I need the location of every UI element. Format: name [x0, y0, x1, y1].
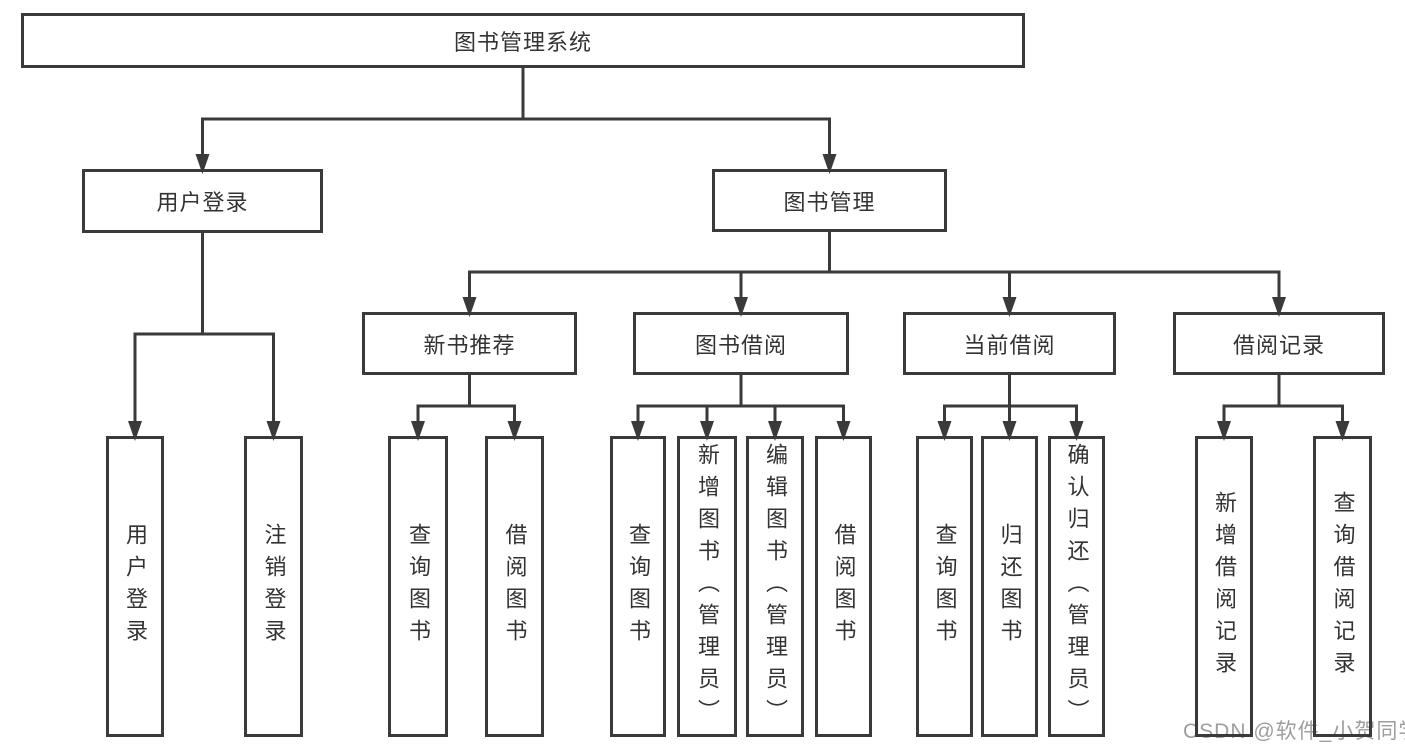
- node-label: 注销登录: [261, 522, 287, 651]
- node-bw-query: 查询图书: [610, 436, 666, 737]
- node-label: 确认归还（管理员）: [1064, 442, 1090, 731]
- node-cu-query: 查询图书: [916, 436, 973, 737]
- node-nb-query: 查询图书: [388, 436, 448, 737]
- node-login: 用户登录: [82, 169, 323, 233]
- node-borrow: 图书借阅: [633, 312, 849, 375]
- node-label: 新增图书（管理员）: [695, 442, 720, 731]
- node-label: 归还图书: [997, 522, 1023, 651]
- watermark: CSDN @软件_小贺同学: [1183, 720, 1405, 743]
- node-label: 图书借阅: [694, 332, 787, 358]
- node-new-books: 新书推荐: [362, 312, 577, 375]
- node-rc-add: 新增借阅记录: [1195, 436, 1253, 737]
- node-user-login: 用户登录: [106, 436, 164, 737]
- node-bw-borrow: 借阅图书: [815, 436, 872, 737]
- node-label: 图书管理: [783, 189, 876, 215]
- node-current: 当前借阅: [903, 312, 1116, 375]
- node-bw-add: 新增图书（管理员）: [677, 436, 737, 737]
- node-label: 查询借阅记录: [1330, 490, 1356, 683]
- node-label: 新书推荐: [423, 332, 516, 358]
- node-label: 用户登录: [123, 522, 148, 651]
- node-logout: 注销登录: [244, 436, 303, 737]
- node-root: 图书管理系统: [21, 13, 1025, 68]
- node-records: 借阅记录: [1173, 312, 1385, 375]
- node-label: 当前借阅: [963, 332, 1056, 358]
- node-mgmt: 图书管理: [712, 169, 947, 232]
- node-cu-return: 归还图书: [981, 436, 1038, 737]
- node-label: 借阅记录: [1232, 332, 1325, 358]
- node-label: 图书管理系统: [453, 29, 592, 55]
- node-label: 用户登录: [156, 190, 249, 215]
- node-label: 查询图书: [406, 522, 431, 651]
- node-label: 借阅图书: [831, 522, 857, 651]
- node-label: 新增借阅记录: [1212, 490, 1237, 683]
- node-nb-borrow: 借阅图书: [485, 436, 544, 737]
- node-rc-query: 查询借阅记录: [1313, 436, 1372, 737]
- node-cu-confirm: 确认归还（管理员）: [1048, 436, 1105, 737]
- node-label: 借阅图书: [502, 522, 528, 651]
- node-bw-edit: 编辑图书（管理员）: [746, 436, 804, 737]
- node-label: 查询图书: [626, 522, 651, 651]
- node-label: 查询图书: [932, 522, 958, 651]
- node-label: 编辑图书（管理员）: [763, 442, 788, 731]
